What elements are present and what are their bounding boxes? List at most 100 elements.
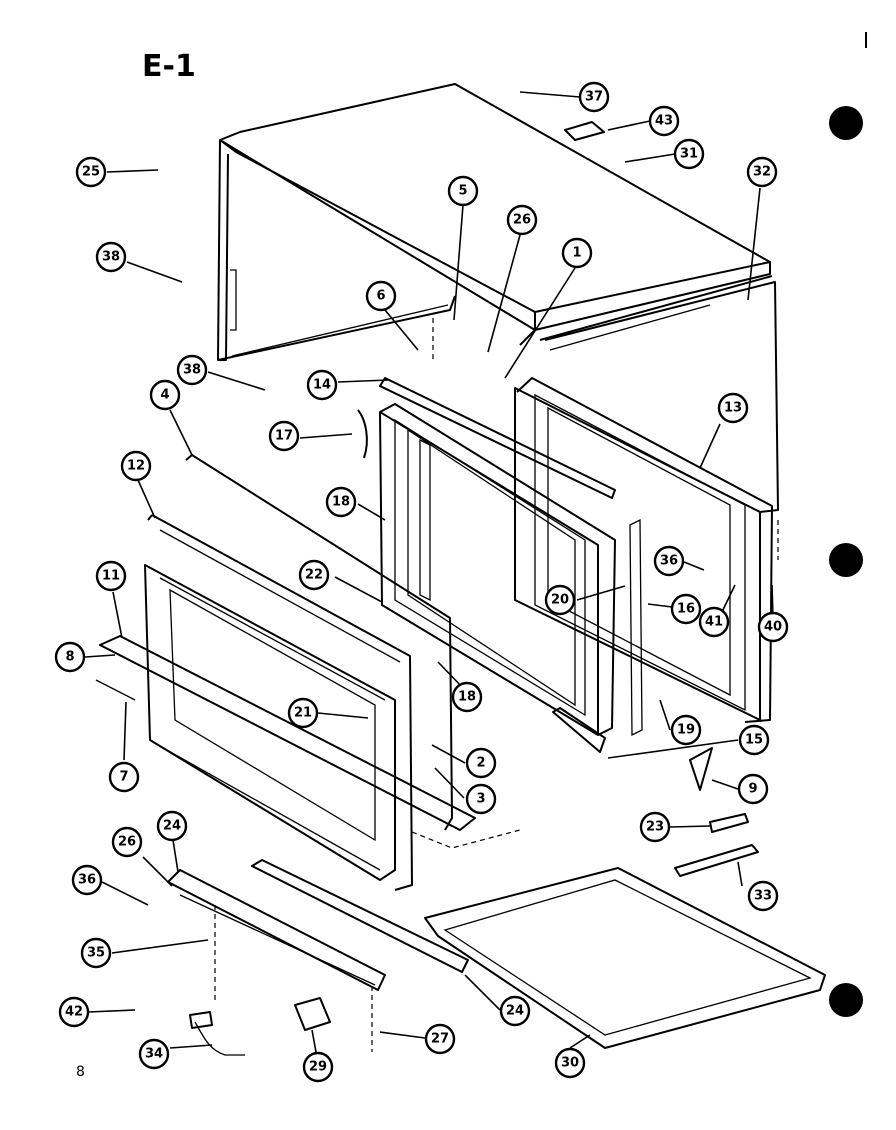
callout-27[interactable]: 27 [424,1023,456,1055]
window-frame-part [379,403,616,736]
assembly-guides [214,318,779,1052]
callout-26-bottom[interactable]: 26 [111,826,143,858]
callout-24-right[interactable]: 24 [499,995,531,1027]
svg-text:2: 2 [476,756,485,771]
svg-text:26: 26 [513,213,531,228]
callout-38-upper[interactable]: 38 [95,241,127,273]
callout-34[interactable]: 34 [138,1038,170,1070]
page-number: 8 [76,1064,85,1080]
svg-text:22: 22 [305,568,323,583]
callout-32[interactable]: 32 [746,156,778,188]
callout-31[interactable]: 31 [673,138,705,170]
callout-40[interactable]: 40 [757,611,789,643]
callout-22[interactable]: 22 [298,559,330,591]
svg-text:34: 34 [145,1047,163,1062]
callout-41[interactable]: 41 [698,606,730,638]
callout-8[interactable]: 8 [54,641,86,673]
rail-part [552,707,606,753]
callout-2[interactable]: 2 [465,747,497,779]
callout-bubbles: 37 43 31 32 25 5 26 1 38 6 38 14 4 13 17… [54,81,789,1083]
callout-36-right[interactable]: 36 [653,545,685,577]
bracket-part [357,409,368,459]
callout-33[interactable]: 33 [747,880,779,912]
svg-text:19: 19 [677,723,695,738]
svg-text:42: 42 [65,1005,83,1020]
callout-13[interactable]: 13 [717,392,749,424]
svg-text:24: 24 [506,1004,524,1019]
callout-23[interactable]: 23 [639,811,671,843]
drip-tray-part [424,867,826,1049]
callout-14[interactable]: 14 [306,369,338,401]
callout-5[interactable]: 5 [447,175,479,207]
svg-text:4: 4 [160,388,169,403]
heater-part [674,844,759,877]
callout-18-mid[interactable]: 18 [325,486,357,518]
callout-3[interactable]: 3 [465,783,497,815]
callout-7[interactable]: 7 [108,761,140,793]
inner-frame-part [514,377,773,723]
svg-text:12: 12 [127,459,145,474]
plug-part [189,1011,213,1029]
svg-text:5: 5 [458,184,467,199]
svg-text:24: 24 [163,819,181,834]
callout-19[interactable]: 19 [670,714,702,746]
callout-37[interactable]: 37 [578,81,610,113]
callout-25[interactable]: 25 [75,156,107,188]
callout-11[interactable]: 11 [95,560,127,592]
callout-6[interactable]: 6 [365,280,397,312]
svg-text:27: 27 [431,1032,449,1047]
callout-20[interactable]: 20 [544,584,576,616]
top-bracket-part [564,121,605,141]
svg-text:37: 37 [585,90,603,105]
svg-text:26: 26 [118,835,136,850]
callout-43[interactable]: 43 [648,105,680,137]
hinge-bar-part [99,635,476,831]
svg-text:23: 23 [646,820,664,835]
svg-text:38: 38 [183,363,201,378]
svg-text:36: 36 [660,554,678,569]
callout-16[interactable]: 16 [670,593,702,625]
svg-text:9: 9 [748,782,757,797]
callout-15[interactable]: 15 [738,724,770,756]
registration-dot-middle [829,543,863,577]
callout-36-left[interactable]: 36 [71,864,103,896]
svg-text:13: 13 [724,401,742,416]
callout-38-lower[interactable]: 38 [176,354,208,386]
svg-text:38: 38 [102,250,120,265]
callout-12[interactable]: 12 [120,450,152,482]
svg-text:40: 40 [764,620,782,635]
svg-text:14: 14 [313,378,331,393]
callout-29[interactable]: 29 [302,1051,334,1083]
svg-text:8: 8 [65,650,74,665]
callout-4[interactable]: 4 [149,379,181,411]
svg-text:35: 35 [87,946,105,961]
callout-21[interactable]: 21 [287,697,319,729]
callout-26-top[interactable]: 26 [506,204,538,236]
callout-18-right[interactable]: 18 [451,681,483,713]
callout-1[interactable]: 1 [561,237,593,269]
svg-text:6: 6 [376,289,385,304]
callout-24-left[interactable]: 24 [156,810,188,842]
callout-9[interactable]: 9 [737,773,769,805]
door-part [144,564,396,881]
svg-text:7: 7 [119,770,128,785]
svg-text:3: 3 [476,792,485,807]
control-part [294,997,331,1031]
svg-text:16: 16 [677,602,695,617]
svg-text:17: 17 [275,429,293,444]
svg-text:11: 11 [102,569,120,584]
svg-text:25: 25 [82,165,100,180]
callout-17[interactable]: 17 [268,420,300,452]
base-channel-part [167,859,469,991]
svg-text:15: 15 [745,733,763,748]
svg-text:36: 36 [78,873,96,888]
callout-42[interactable]: 42 [58,996,90,1028]
svg-text:18: 18 [332,495,350,510]
shelf-part [379,377,616,499]
callout-35[interactable]: 35 [80,937,112,969]
callout-30[interactable]: 30 [554,1047,586,1079]
svg-text:31: 31 [680,147,698,162]
latch-part [95,679,136,701]
svg-text:21: 21 [294,706,312,721]
diagram-title: E-1 [142,49,196,84]
